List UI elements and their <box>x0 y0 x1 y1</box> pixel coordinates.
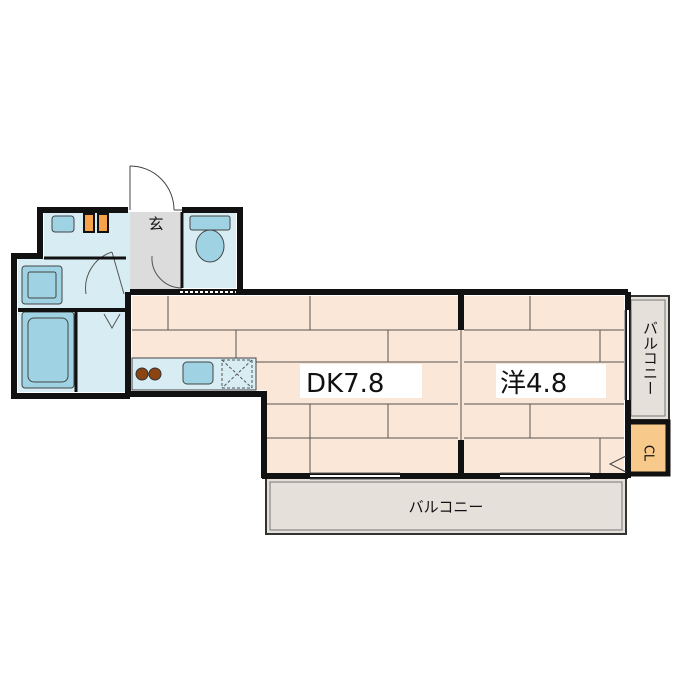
sink-icon <box>182 361 214 385</box>
stove-burner-icon <box>148 367 162 381</box>
bath-door-swing <box>103 313 121 330</box>
entrance-label: 玄 <box>148 215 163 233</box>
closet-label: CL <box>641 445 656 462</box>
entrance-label-box <box>132 212 180 234</box>
balcony-bottom-rail <box>269 481 623 531</box>
toilet-bowl-icon <box>195 229 225 263</box>
western-label: 洋4.8 <box>500 369 567 399</box>
dk-floor <box>132 296 460 474</box>
balcony-bottom-label: バルコニー <box>409 498 484 516</box>
wash-basin-icon <box>51 215 75 233</box>
washing-machine-icon <box>21 265 63 305</box>
western-floor-lines <box>462 296 624 474</box>
balcony-bottom <box>265 477 627 535</box>
closet <box>625 419 671 477</box>
closet-door-icon <box>608 455 627 473</box>
bathtub-icon <box>21 311 75 389</box>
dk-label-bg <box>300 364 422 398</box>
dk-label: DK7.8 <box>306 369 384 399</box>
water-heater-icon <box>83 213 95 233</box>
washroom-door-swing <box>85 251 113 295</box>
water-heater-icon <box>97 213 109 233</box>
inner-partitions <box>44 212 184 288</box>
fridge-space <box>221 359 253 389</box>
toilet-door-swing <box>151 255 183 289</box>
stove-burner-icon <box>135 367 149 381</box>
toilet-tank-icon <box>189 215 231 231</box>
western-label-bg <box>496 364 606 398</box>
balcony-right-label: バルコニー <box>641 321 659 396</box>
entrance-door-icon <box>129 165 182 211</box>
